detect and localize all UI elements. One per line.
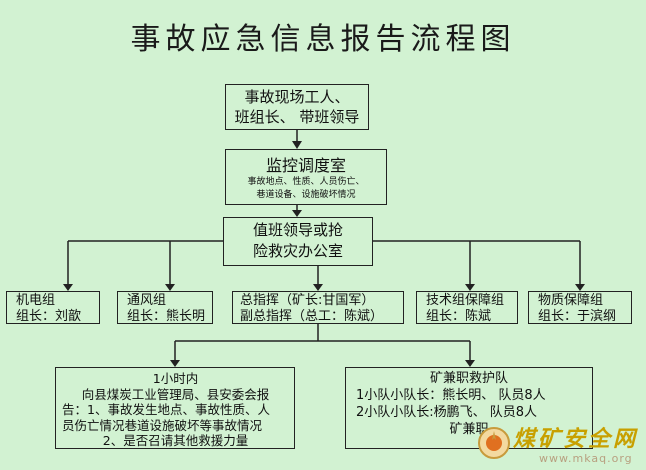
report-within-hour-box: 1小时内 向县煤炭工业管理局、县安委会报 告：1、事故发生地点、事故性质、人 员… bbox=[55, 367, 295, 449]
arrowhead bbox=[465, 284, 475, 291]
rescue-line2: 2小队小队长:杨鹏飞、 队员8人 bbox=[356, 405, 538, 420]
arrowhead bbox=[465, 360, 475, 367]
unit-commander: 总指挥（矿长:甘国军） 副总指挥（总工：陈斌） bbox=[232, 291, 404, 324]
unit-ventilation: 通风组 组长：熊长明 bbox=[117, 291, 213, 324]
rescue-team-box: 矿兼职救护队 1小队小队长：熊长明、 队员8人 2小队小队长:杨鹏飞、 队员8人… bbox=[345, 367, 593, 449]
site-watermark: 煤矿安全网 www.mkaq.org bbox=[475, 420, 643, 468]
rescue-line1: 1小队小队长：熊长明、 队员8人 bbox=[356, 388, 546, 403]
arrowhead bbox=[575, 284, 585, 291]
arrowhead bbox=[63, 284, 73, 291]
dispatch-detail1: 事故地点、性质、人员伤亡、 bbox=[247, 177, 365, 187]
arrowhead bbox=[292, 210, 302, 217]
report-line2: 告：1、事故发生地点、事故性质、人 bbox=[62, 402, 270, 417]
unit-leader: 组长：陈斌 bbox=[426, 309, 492, 324]
watermark-text: 煤矿安全网 bbox=[513, 427, 639, 452]
dispatch-room-box: 监控调度室 事故地点、性质、人员伤亡、 巷道设备、设施破坏情况 bbox=[225, 149, 387, 205]
unit-material-support: 物质保障组 组长：于滨纲 bbox=[528, 291, 632, 324]
report-line1: 向县煤炭工业管理局、县安委会报 bbox=[81, 386, 270, 402]
unit-name: 总指挥（矿长:甘国军） bbox=[240, 293, 375, 308]
unit-leader: 副总指挥（总工：陈斌） bbox=[240, 309, 384, 324]
arrowhead bbox=[313, 284, 323, 291]
unit-name: 通风组 bbox=[127, 293, 167, 308]
watermark-seal-icon bbox=[478, 427, 510, 459]
unit-name: 物质保障组 bbox=[538, 293, 604, 308]
rescue-title: 矿兼职救护队 bbox=[429, 371, 508, 386]
duty-leader-box: 值班领导或抢 险救灾办公室 bbox=[223, 217, 373, 266]
reporters-box: 事故现场工人、 班组长、 带班领导 bbox=[225, 84, 369, 130]
arrowhead bbox=[165, 284, 175, 291]
unit-name: 技术组保障组 bbox=[426, 293, 505, 308]
duty-line2: 险救灾办公室 bbox=[252, 242, 343, 260]
unit-technical-support: 技术组保障组 组长：陈斌 bbox=[416, 291, 518, 324]
watermark-url: www.mkaq.org bbox=[539, 452, 633, 465]
reporters-line1: 事故现场工人、 bbox=[244, 88, 350, 106]
arrowhead bbox=[292, 141, 302, 149]
dispatch-title: 监控调度室 bbox=[265, 156, 346, 175]
arrowhead bbox=[170, 360, 180, 367]
report-line4: 2、是否召请其他救援力量 bbox=[102, 433, 249, 448]
reporters-line2: 班组长、 带班领导 bbox=[234, 108, 360, 126]
unit-leader: 组长：熊长明 bbox=[127, 309, 206, 324]
dispatch-detail2: 巷道设备、设施破坏情况 bbox=[256, 190, 356, 200]
report-line3: 员伤亡情况巷道设施破坏等事故情况 bbox=[62, 417, 263, 433]
rescue-line3: 矿兼职 bbox=[449, 422, 489, 437]
unit-leader: 组长：刘歆 bbox=[16, 309, 82, 324]
unit-name: 机电组 bbox=[16, 293, 56, 308]
report-title: 1小时内 bbox=[152, 371, 199, 386]
page-title: 事故应急信息报告流程图 bbox=[130, 22, 516, 57]
unit-leader: 组长：于滨纲 bbox=[538, 309, 617, 324]
duty-line1: 值班领导或抢 bbox=[252, 221, 343, 239]
unit-electromechanical: 机电组 组长：刘歆 bbox=[6, 291, 100, 324]
